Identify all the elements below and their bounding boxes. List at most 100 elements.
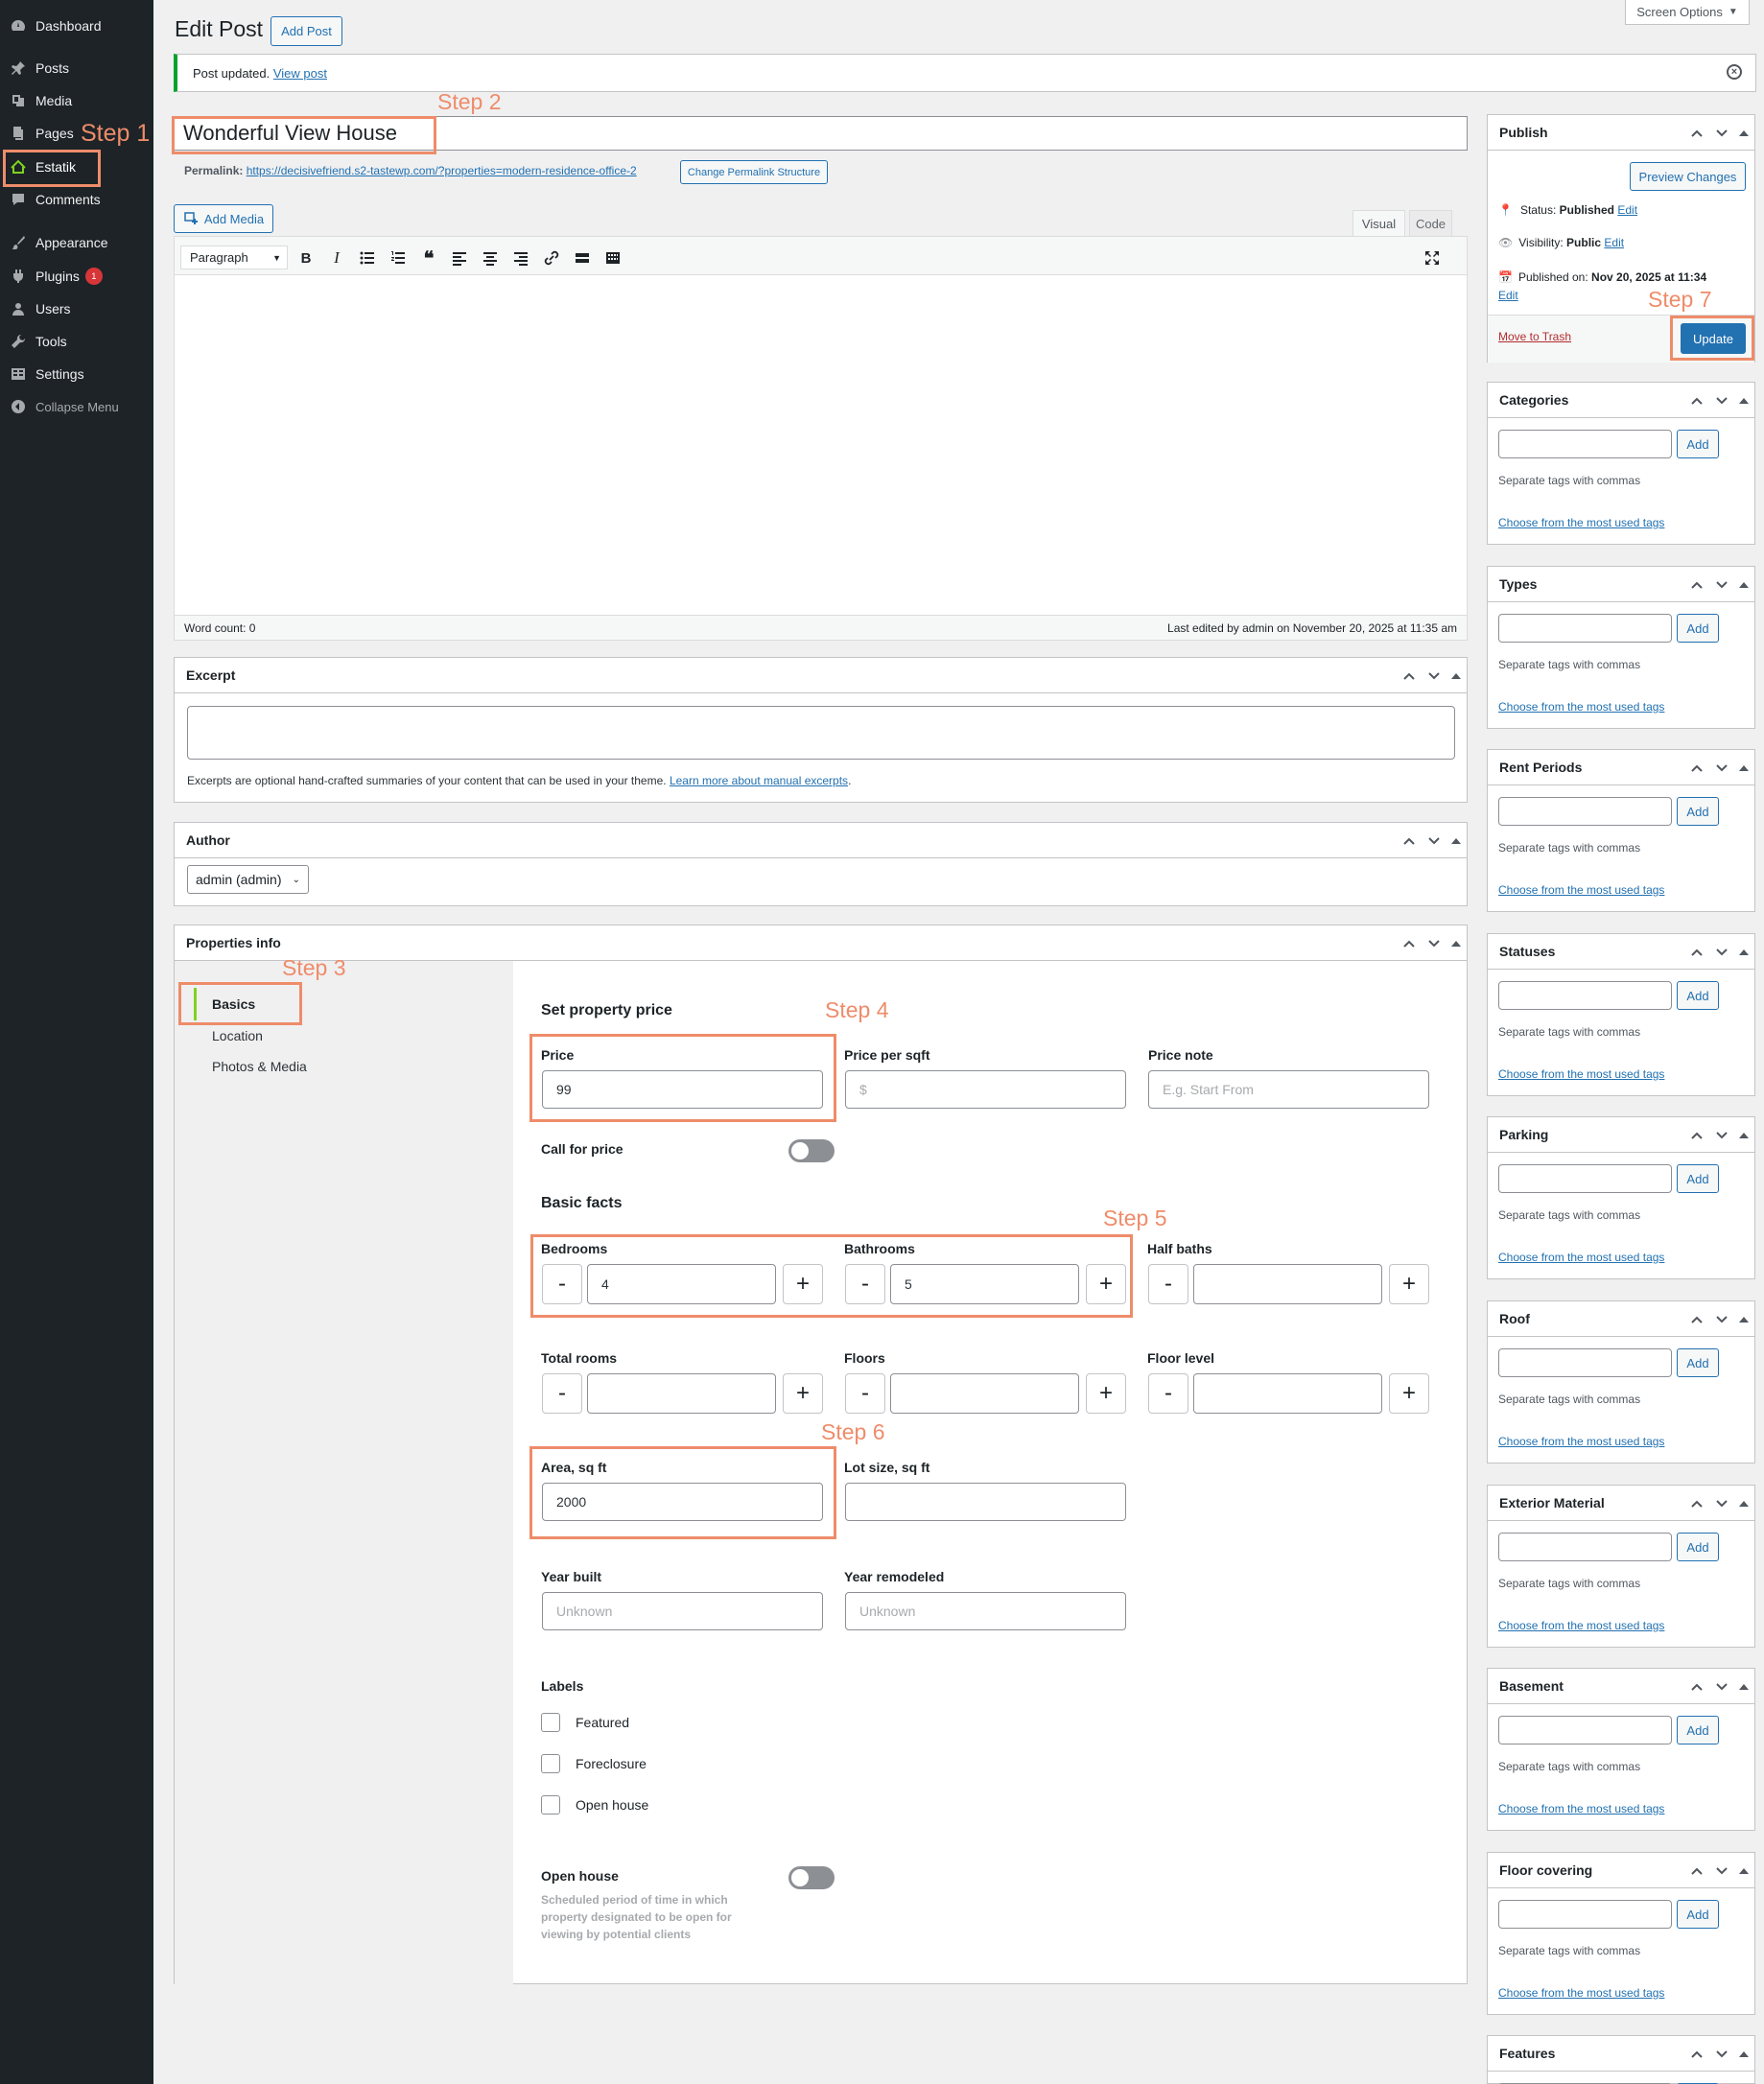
excerpt-learn-more-link[interactable]: Learn more about manual excerpts [669,774,849,787]
fullscreen-icon[interactable] [1421,247,1444,269]
parking-tag-input[interactable] [1498,1164,1672,1193]
change-permalink-button[interactable]: Change Permalink Structure [680,160,828,184]
tab-code[interactable]: Code [1409,210,1452,237]
box-controls[interactable] [1401,823,1461,858]
box-controls[interactable] [1689,567,1749,602]
box-controls[interactable] [1689,934,1749,970]
price-note-input[interactable]: E.g. Start From [1148,1070,1429,1109]
basement-header[interactable]: Basement [1488,1669,1754,1704]
bedrooms-input[interactable]: 4 [587,1264,776,1304]
update-button[interactable]: Update [1681,323,1746,354]
read-more-icon[interactable] [571,247,594,269]
align-left-icon[interactable] [448,247,471,269]
bullet-list-icon[interactable] [356,247,379,269]
call-for-price-toggle[interactable] [788,1139,835,1162]
bedrooms-decrement-button[interactable]: - [542,1264,582,1304]
box-controls[interactable] [1689,1486,1749,1521]
featured-checkbox[interactable] [541,1713,560,1732]
sidebar-item-media[interactable]: Media [0,84,153,117]
half-baths-decrement-button[interactable]: - [1148,1264,1188,1304]
box-controls[interactable] [1689,1301,1749,1337]
collapse-menu-button[interactable]: Collapse Menu [0,390,153,423]
types-tag-input[interactable] [1498,614,1672,643]
post-title-input[interactable]: Wonderful View House [174,116,1468,151]
sidebar-item-dashboard[interactable]: Dashboard [0,10,153,42]
box-controls[interactable] [1689,383,1749,418]
rent-periods-tag-input[interactable] [1498,797,1672,826]
edit-status-link[interactable]: Edit [1617,203,1638,217]
tab-location[interactable]: Location [212,1028,263,1043]
bold-icon[interactable]: B [300,249,312,267]
basement-tag-input[interactable] [1498,1716,1672,1744]
sidebar-item-pages[interactable]: Pages [0,117,153,150]
add-post-button[interactable]: Add Post [270,16,342,46]
tab-visual[interactable]: Visual [1352,210,1405,237]
add-media-button[interactable]: Add Media [174,204,273,233]
box-controls[interactable] [1689,750,1749,785]
price-per-sqft-input[interactable]: $ [845,1070,1126,1109]
basement-choose-tags-link[interactable]: Choose from the most used tags [1498,1802,1665,1815]
exterior-material-choose-tags-link[interactable]: Choose from the most used tags [1498,1619,1665,1632]
blockquote-icon[interactable]: ❝ [423,247,435,269]
floors-input[interactable] [890,1373,1079,1414]
sidebar-item-tools[interactable]: Tools [0,325,153,358]
tab-photos-media[interactable]: Photos & Media [212,1059,307,1074]
properties-info-header[interactable]: Properties info [175,925,1467,961]
excerpt-textarea[interactable] [187,706,1455,760]
open-house-toggle[interactable] [788,1866,835,1889]
box-controls[interactable] [1689,1853,1749,1888]
publish-header[interactable]: Publish [1488,115,1754,151]
edit-date-link[interactable]: Edit [1498,289,1518,302]
statuses-header[interactable]: Statuses [1488,934,1754,970]
bathrooms-increment-button[interactable]: + [1086,1264,1126,1304]
bathrooms-decrement-button[interactable]: - [845,1264,885,1304]
types-choose-tags-link[interactable]: Choose from the most used tags [1498,700,1665,714]
floor-covering-add-button[interactable]: Add [1677,1900,1719,1929]
sidebar-item-plugins[interactable]: Plugins 1 [0,260,153,293]
rent-periods-header[interactable]: Rent Periods [1488,750,1754,785]
half-baths-increment-button[interactable]: + [1389,1264,1429,1304]
floor-covering-choose-tags-link[interactable]: Choose from the most used tags [1498,1986,1665,2000]
toolbar-toggle-icon[interactable] [601,247,624,269]
roof-add-button[interactable]: Add [1677,1348,1719,1377]
box-controls[interactable] [1689,115,1749,151]
align-right-icon[interactable] [509,247,532,269]
statuses-add-button[interactable]: Add [1677,981,1719,1010]
sidebar-item-posts[interactable]: Posts [0,52,153,84]
dismiss-icon[interactable]: × [1727,64,1742,80]
foreclosure-checkbox[interactable] [541,1754,560,1773]
sidebar-item-users[interactable]: Users [0,293,153,325]
statuses-tag-input[interactable] [1498,981,1672,1010]
roof-tag-input[interactable] [1498,1348,1672,1377]
statuses-choose-tags-link[interactable]: Choose from the most used tags [1498,1067,1665,1081]
bedrooms-increment-button[interactable]: + [783,1264,823,1304]
parking-add-button[interactable]: Add [1677,1164,1719,1193]
area-input[interactable]: 2000 [542,1483,823,1521]
sidebar-item-appearance[interactable]: Appearance [0,226,153,259]
italic-icon[interactable]: I [334,248,340,267]
rent-periods-add-button[interactable]: Add [1677,797,1719,826]
tab-basics[interactable]: Basics [212,996,256,1012]
excerpt-header[interactable]: Excerpt [175,658,1467,693]
open-house-checkbox[interactable] [541,1795,560,1815]
bathrooms-input[interactable]: 5 [890,1264,1079,1304]
align-center-icon[interactable] [479,247,502,269]
categories-tag-input[interactable] [1498,430,1672,458]
exterior-material-tag-input[interactable] [1498,1533,1672,1561]
numbered-list-icon[interactable] [387,247,410,269]
view-post-link[interactable]: View post [272,65,327,81]
sidebar-item-comments[interactable]: Comments [0,183,153,216]
year-built-input[interactable]: Unknown [542,1592,823,1630]
exterior-material-add-button[interactable]: Add [1677,1533,1719,1561]
roof-choose-tags-link[interactable]: Choose from the most used tags [1498,1435,1665,1448]
link-icon[interactable] [540,247,563,269]
screen-options-button[interactable]: Screen Options ▼ [1625,0,1750,25]
parking-header[interactable]: Parking [1488,1117,1754,1153]
box-controls[interactable] [1689,1669,1749,1704]
floors-decrement-button[interactable]: - [845,1373,885,1414]
categories-header[interactable]: Categories [1488,383,1754,418]
half-baths-input[interactable] [1193,1264,1382,1304]
categories-choose-tags-link[interactable]: Choose from the most used tags [1498,516,1665,529]
categories-add-button[interactable]: Add [1677,430,1719,458]
sidebar-item-estatik[interactable]: Estatik [0,151,153,183]
